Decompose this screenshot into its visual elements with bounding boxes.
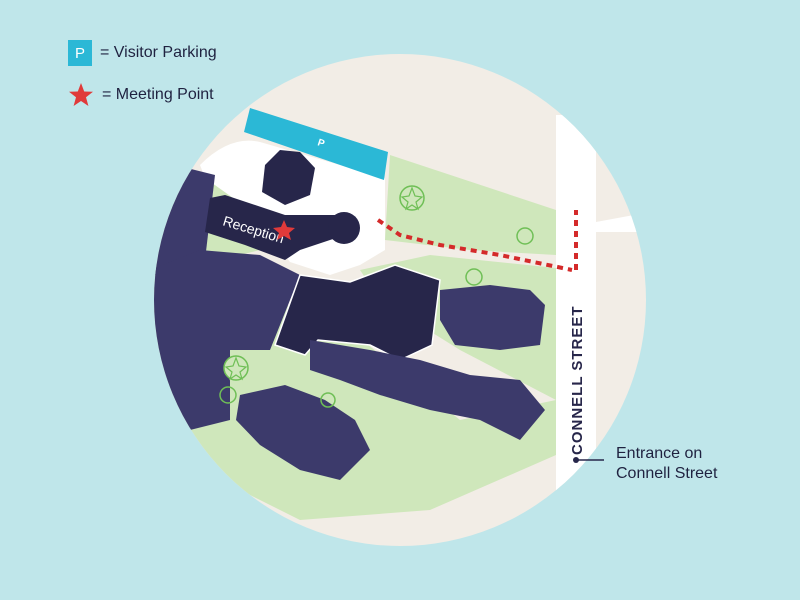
legend-meeting-label: = Meeting Point bbox=[102, 86, 214, 103]
route-path bbox=[376, 218, 573, 272]
parking-lot-label: P bbox=[316, 137, 326, 150]
star-icon bbox=[69, 83, 93, 106]
entrance-label-line2: Connell Street bbox=[616, 465, 718, 482]
building-south-range bbox=[310, 340, 545, 440]
building-south bbox=[236, 385, 370, 480]
legend-parking-label: = Visitor Parking bbox=[100, 44, 217, 61]
building-north-octagon bbox=[262, 150, 315, 205]
parking-icon: P bbox=[68, 40, 92, 66]
tree-icon bbox=[399, 185, 425, 211]
building-reception bbox=[205, 195, 345, 260]
visitor-parking-lot bbox=[244, 108, 388, 180]
building-east bbox=[440, 285, 545, 350]
meeting-point-star bbox=[273, 220, 295, 240]
connell-street-road bbox=[556, 115, 596, 546]
entrance-label: Entrance on Connell Street bbox=[616, 444, 717, 484]
grass-east bbox=[385, 155, 556, 255]
legend-meeting-point: = Meeting Point bbox=[68, 82, 214, 108]
legend-visitor-parking: P = Visitor Parking bbox=[68, 40, 217, 66]
tree-icon bbox=[219, 386, 237, 404]
building-southwest bbox=[154, 250, 300, 440]
tree-icon bbox=[320, 392, 336, 408]
tree-icon bbox=[465, 268, 483, 286]
tree-icon bbox=[516, 227, 534, 245]
street-label: CONNELL STREET bbox=[569, 305, 586, 455]
tree-icon bbox=[223, 355, 249, 381]
building-rotunda bbox=[328, 212, 360, 244]
entrance-label-line1: Entrance on bbox=[616, 445, 703, 462]
